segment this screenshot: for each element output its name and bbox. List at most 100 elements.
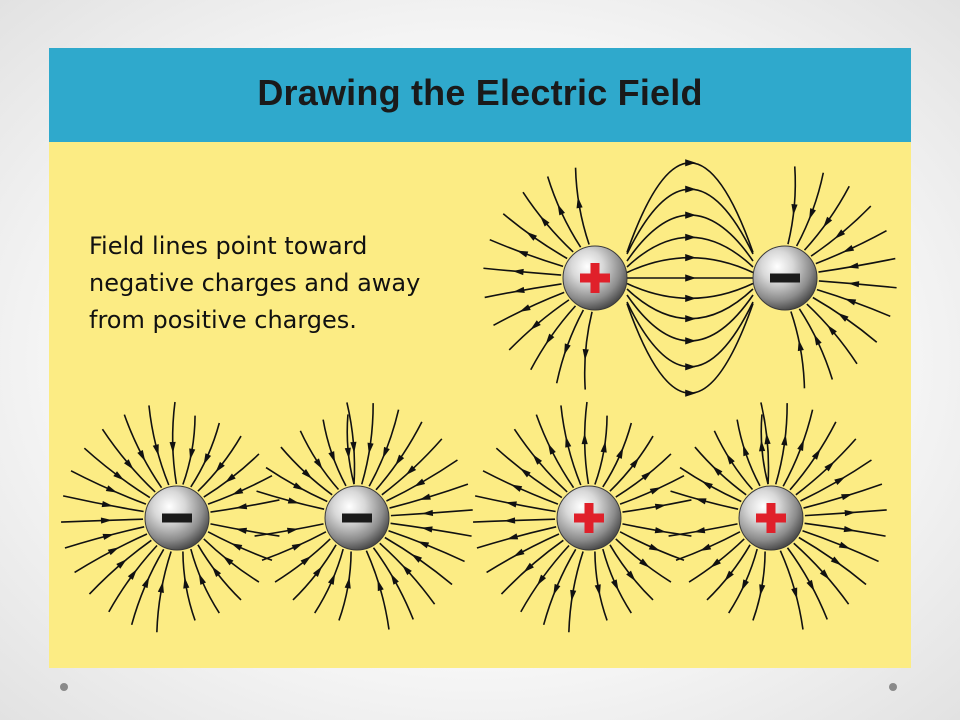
field-arrow [169, 441, 176, 454]
field-arrow [616, 447, 624, 459]
field-arrow [532, 454, 543, 465]
field-arrow [834, 229, 846, 239]
caption-line: from positive charges. [89, 306, 357, 334]
field-arrow [421, 526, 433, 533]
field-line [626, 188, 754, 255]
field-arrow [844, 509, 856, 517]
field-line [368, 409, 400, 487]
field-arrow [516, 250, 529, 258]
field-arrow [654, 527, 667, 534]
field-lines [61, 159, 897, 633]
field-arrow [759, 584, 766, 596]
field-arrow [189, 448, 196, 460]
field-arrow [328, 451, 336, 463]
field-arrow [834, 476, 846, 486]
field-arrow [837, 312, 849, 322]
minus-charge-icon [324, 485, 390, 551]
plus-charge-icon [738, 485, 804, 551]
field-line [782, 409, 814, 487]
field-arrow [581, 432, 588, 445]
field-arrow [611, 579, 619, 591]
field-line [626, 282, 754, 300]
field-arrow [405, 465, 417, 476]
field-arrow [565, 436, 572, 448]
field-arrow [764, 432, 771, 445]
field-arrow [742, 444, 750, 457]
field-arrow [530, 320, 541, 330]
field-line [798, 308, 834, 380]
field-arrow [382, 446, 390, 459]
field-arrow [827, 324, 837, 336]
field-arrow [726, 453, 735, 465]
field-arrow [564, 343, 571, 355]
field-arrow [626, 570, 636, 582]
field-arrow [519, 304, 531, 312]
field-arrow [286, 527, 299, 534]
slide-nav-dot-icon[interactable] [60, 683, 68, 691]
field-arrow [537, 574, 547, 586]
field-arrow [639, 558, 650, 568]
slide: Drawing the Electric Field Field lines p… [49, 48, 911, 668]
field-arrow [506, 533, 519, 540]
field-arrow [230, 543, 243, 551]
field-arrow [390, 573, 399, 585]
field-arrow [503, 517, 516, 524]
field-arrow [814, 334, 822, 346]
field-arrow [101, 501, 114, 508]
field-arrow [712, 465, 723, 476]
field-line [626, 288, 754, 320]
field-arrow [512, 268, 524, 276]
field-arrow [685, 159, 696, 167]
field-line [190, 422, 221, 488]
field-arrow [685, 315, 696, 323]
field-arrow [830, 556, 842, 566]
field-line [602, 548, 632, 614]
field-arrow [421, 509, 434, 516]
field-arrow [685, 294, 696, 302]
field-arrow [797, 439, 805, 452]
field-arrow [313, 458, 323, 470]
field-arrow [113, 471, 125, 481]
field-arrow [654, 503, 667, 510]
field-arrow [594, 584, 601, 596]
field-arrow [791, 203, 798, 216]
field-line [795, 172, 825, 247]
field-arrow [519, 468, 531, 478]
field-arrow [710, 558, 721, 568]
field-arrow [526, 231, 538, 241]
field-arrow [693, 527, 706, 534]
field-arrow [824, 461, 835, 472]
field-arrow [781, 434, 788, 446]
field-arrow [231, 487, 244, 495]
field-arrow [107, 547, 120, 556]
field-arrow [557, 203, 565, 216]
field-arrow [553, 583, 561, 596]
field-arrow [844, 298, 857, 306]
field-arrow [137, 450, 146, 462]
field-line [190, 548, 220, 614]
field-line [546, 176, 582, 248]
field-line [728, 548, 758, 614]
field-arrow [841, 493, 853, 501]
field-arrow [367, 442, 374, 455]
field-arrow [685, 363, 696, 371]
field-arrow [694, 498, 707, 505]
field-arrow [123, 459, 134, 470]
field-arrow [300, 556, 312, 566]
field-arrow [811, 448, 821, 460]
field-arrow [510, 484, 523, 492]
field-arrow [685, 211, 696, 219]
field-arrow [641, 471, 652, 481]
field-arrow [141, 576, 150, 589]
field-arrow [513, 286, 525, 293]
field-arrow [402, 564, 412, 576]
field-arrow [791, 587, 798, 600]
slide-nav-dot-icon[interactable] [889, 683, 897, 691]
field-line [314, 548, 344, 614]
field-arrow [724, 570, 734, 582]
field-line [365, 550, 390, 630]
field-arrow [843, 526, 856, 533]
field-arrow [540, 215, 550, 227]
field-arrow [105, 485, 118, 493]
field-arrow [685, 233, 696, 241]
